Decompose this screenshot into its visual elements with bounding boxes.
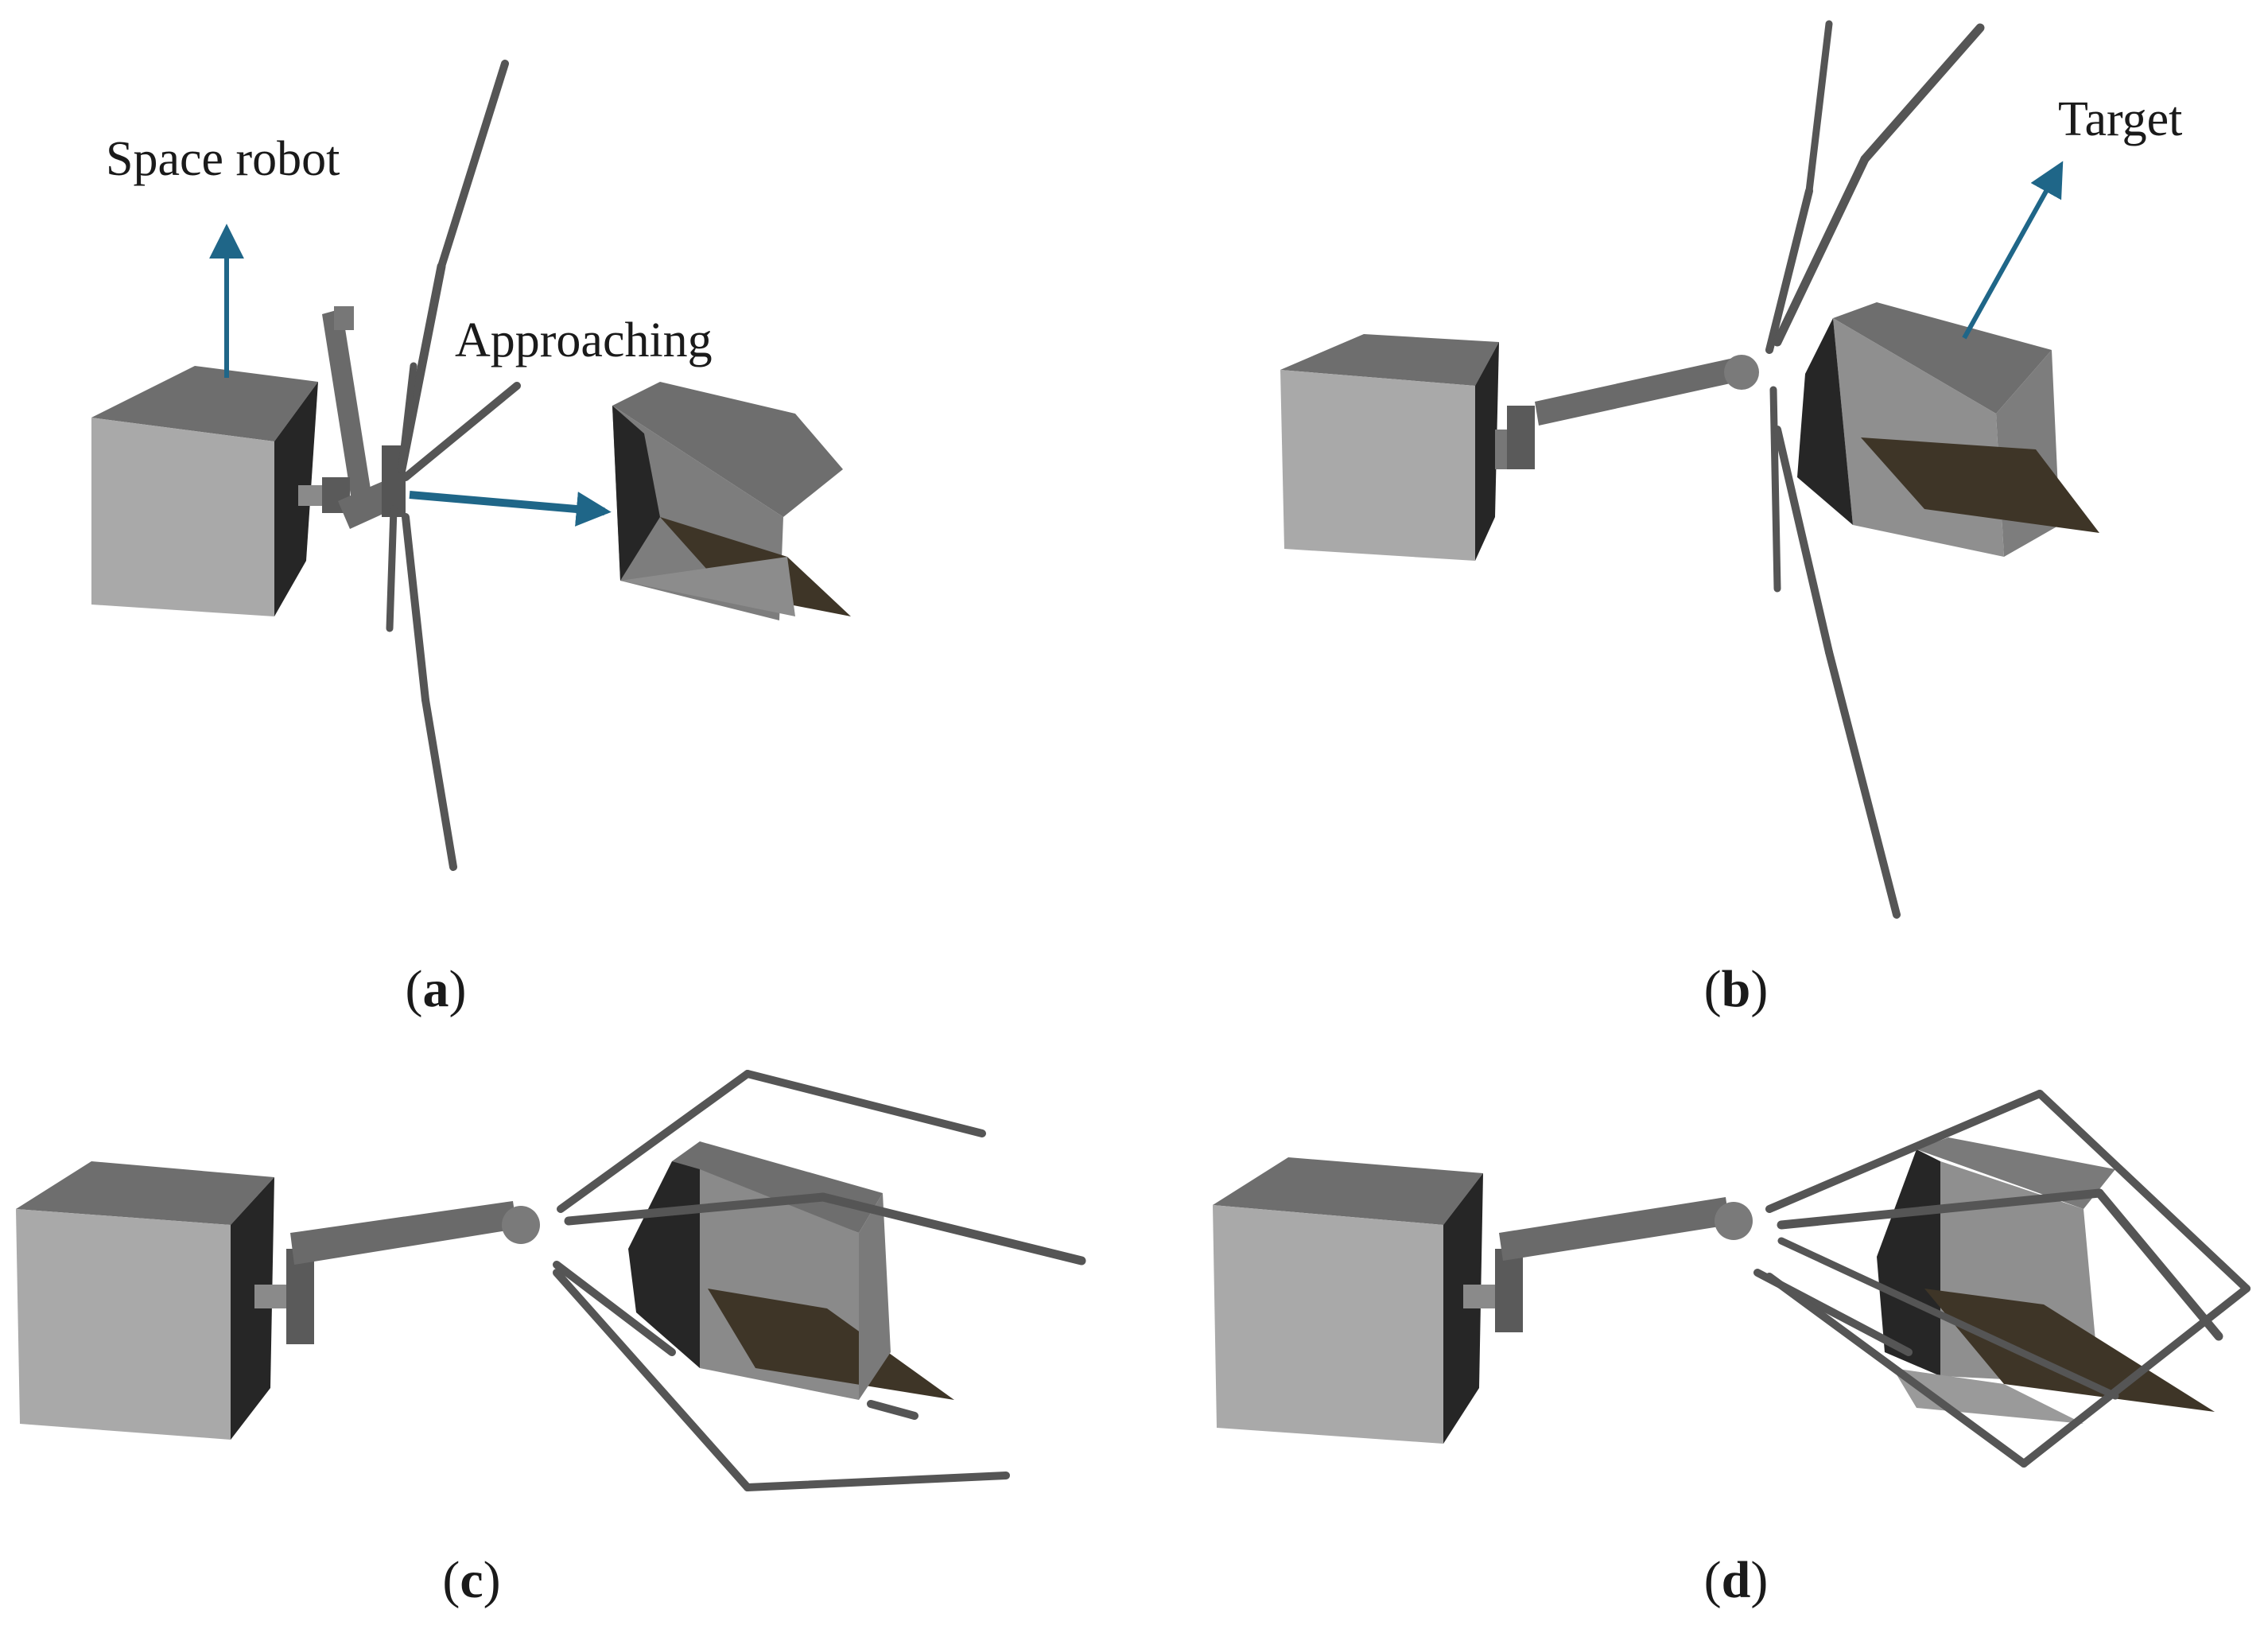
robot-arm [298, 306, 406, 529]
panel-b: Target (b) [1280, 20, 2182, 1018]
target-arrow [1962, 161, 2064, 340]
space-robot-cube-icon [1280, 334, 1499, 561]
caption-b-letter: b [1722, 960, 1751, 1018]
robot-arm [1495, 355, 1759, 469]
caption-c-letter: c [460, 1551, 483, 1609]
target-satellite-icon [1877, 1137, 2215, 1424]
capture-net-icon [386, 60, 521, 871]
panel-c: (c) [16, 1070, 1086, 1609]
caption-d-close: ) [1750, 1551, 1768, 1609]
caption-c-open: ( [442, 1551, 460, 1609]
capture-net-icon [1765, 20, 1985, 919]
approaching-label: Approaching [455, 313, 713, 367]
caption-c-close: ) [484, 1551, 501, 1609]
target-satellite-icon [628, 1141, 954, 1400]
space-robot-label: Space robot [106, 132, 340, 186]
caption-d-letter: d [1722, 1551, 1751, 1609]
caption-a-letter: a [423, 960, 449, 1018]
space-robot-cube-icon [1213, 1157, 1483, 1444]
target-satellite-icon [1797, 302, 2099, 557]
caption-b: (b) [1704, 960, 1769, 1018]
robot-arm [1463, 1197, 1753, 1332]
caption-d: (d) [1704, 1551, 1769, 1609]
panel-d: (d) [1213, 1090, 2251, 1609]
caption-b-open: ( [1704, 960, 1722, 1018]
panel-a: Space robot Approaching (a) [91, 60, 851, 1018]
space-robot-cube-icon [16, 1161, 274, 1440]
capture-net-icon [553, 1070, 1086, 1491]
target-satellite-icon [612, 382, 851, 620]
capture-net-icon [1753, 1090, 2251, 1468]
caption-b-close: ) [1750, 960, 1768, 1018]
target-label: Target [2058, 92, 2182, 146]
caption-d-open: ( [1704, 1551, 1722, 1609]
robot-arm [254, 1201, 540, 1344]
caption-c: (c) [442, 1551, 500, 1609]
approaching-arrow [409, 491, 612, 527]
caption-a: (a) [406, 960, 467, 1018]
caption-a-close: ) [449, 960, 467, 1018]
caption-a-open: ( [406, 960, 423, 1018]
space-robot-cube-icon [91, 366, 318, 616]
